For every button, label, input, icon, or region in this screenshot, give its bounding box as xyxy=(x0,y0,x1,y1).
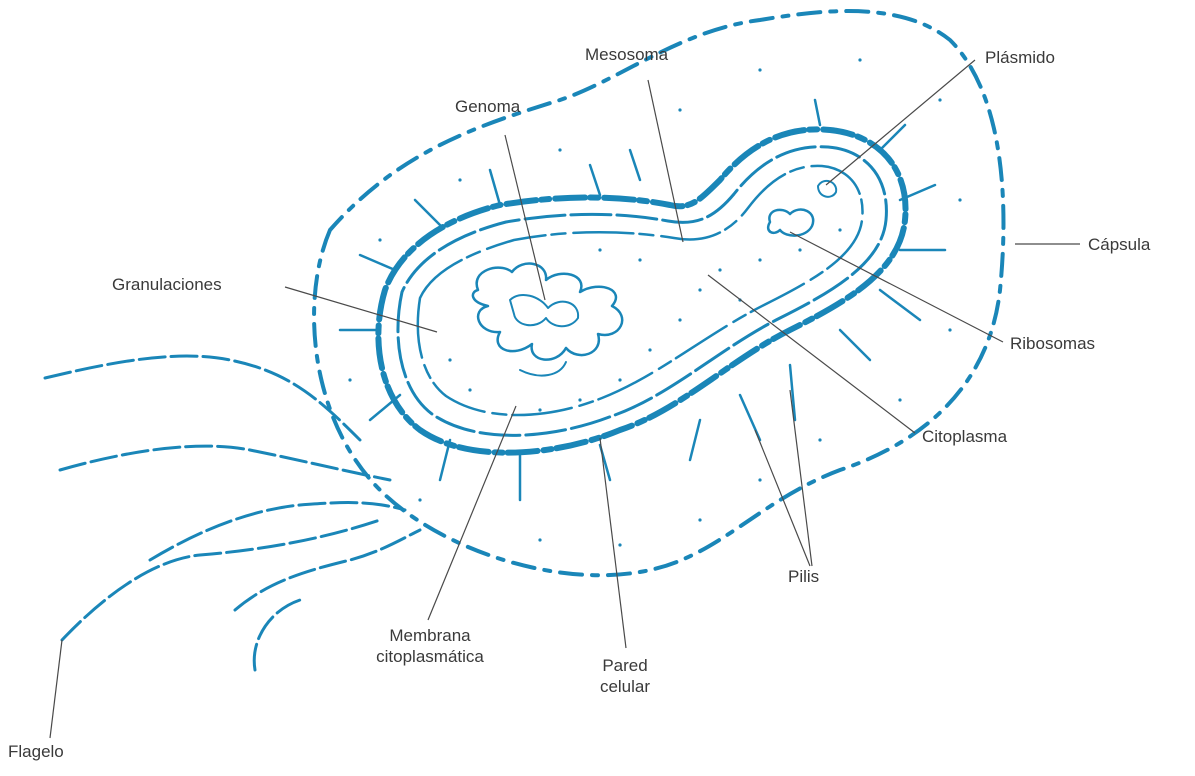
pilis-leader xyxy=(755,430,810,566)
ribosome-dot xyxy=(538,538,541,541)
ribosome-dot xyxy=(938,98,941,101)
ribosome-dot xyxy=(638,258,641,261)
plasmid xyxy=(768,210,813,236)
flagellum xyxy=(45,356,360,440)
ribosome-dot xyxy=(758,478,761,481)
ribosome-dot xyxy=(798,248,801,251)
pilus xyxy=(360,255,395,270)
pilis-leader xyxy=(790,390,812,566)
flagellum xyxy=(254,600,300,670)
pilus xyxy=(630,150,640,180)
ribosome-dot xyxy=(578,398,581,401)
flagellum xyxy=(60,446,390,480)
flagelo-leader xyxy=(50,640,62,738)
ribosome-dot xyxy=(698,288,701,291)
flagellum xyxy=(62,520,380,640)
ribosome-dot xyxy=(758,258,761,261)
ribosome-dot xyxy=(718,268,721,271)
ribosome-dot xyxy=(418,498,421,501)
label-membrana-line1: Membrana xyxy=(345,625,515,646)
ribosome-dot xyxy=(598,248,601,251)
ribosome-dot xyxy=(558,148,561,151)
label-mesosoma: Mesosoma xyxy=(585,44,668,65)
ribosome-dot xyxy=(348,378,351,381)
flagellum xyxy=(150,503,405,560)
ribosome-dot xyxy=(948,328,951,331)
plasmid-small xyxy=(818,181,836,197)
pilus xyxy=(415,200,440,225)
label-ribosomas: Ribosomas xyxy=(1010,333,1095,354)
ribosome-dot xyxy=(468,388,471,391)
label-pared-celular: Pared celular xyxy=(575,655,675,697)
genome-nucleoid xyxy=(473,264,622,360)
ribosome-dot xyxy=(678,108,681,111)
ribosome-dot xyxy=(698,518,701,521)
label-plasmido: Plásmido xyxy=(985,47,1055,68)
pilus xyxy=(690,420,700,460)
flagella xyxy=(45,356,420,670)
pilus xyxy=(880,290,920,320)
ribosome-dot xyxy=(758,68,761,71)
pilus xyxy=(840,330,870,360)
label-flagelo: Flagelo xyxy=(8,741,64,762)
pilus xyxy=(740,395,760,440)
label-genoma: Genoma xyxy=(455,96,520,117)
citoplasma-leader xyxy=(708,275,915,433)
capsule-outline xyxy=(314,11,1003,575)
membrana-leader xyxy=(428,406,516,620)
ribosome-dot xyxy=(448,358,451,361)
pili xyxy=(340,100,945,500)
ribosome-dot xyxy=(858,58,861,61)
ribosome-dot xyxy=(458,178,461,181)
ribosome-dot xyxy=(378,238,381,241)
plasmido-leader xyxy=(826,60,975,185)
label-membrana-citoplasmatica: Membrana citoplasmática xyxy=(345,625,515,667)
label-pared-line1: Pared xyxy=(575,655,675,676)
ribosome-dot xyxy=(618,543,621,546)
pilus xyxy=(590,165,600,195)
genome-inner-loop xyxy=(510,295,578,326)
pilus xyxy=(440,440,450,480)
leader-lines xyxy=(50,60,1080,738)
ribosome-dot xyxy=(678,318,681,321)
ribosome-dot xyxy=(818,438,821,441)
pilus xyxy=(815,100,820,125)
flagellum xyxy=(235,530,420,610)
ribosome-dot xyxy=(958,198,961,201)
pilus xyxy=(490,170,500,205)
label-pared-line2: celular xyxy=(575,676,675,697)
pared-leader xyxy=(600,438,626,648)
label-membrana-line2: citoplasmática xyxy=(345,646,515,667)
cell-wall-inner xyxy=(398,147,886,436)
ribosome-dot xyxy=(618,378,621,381)
genome-strand xyxy=(520,362,566,376)
label-citoplasma: Citoplasma xyxy=(922,426,1007,447)
label-pilis: Pilis xyxy=(788,566,819,587)
label-granulaciones: Granulaciones xyxy=(112,274,222,295)
granulaciones-leader xyxy=(285,287,437,332)
ribosome-dot xyxy=(648,348,651,351)
ribosome-dot xyxy=(838,228,841,231)
ribosome-dot xyxy=(538,408,541,411)
label-capsula: Cápsula xyxy=(1088,234,1150,255)
ribosome-dot xyxy=(898,398,901,401)
